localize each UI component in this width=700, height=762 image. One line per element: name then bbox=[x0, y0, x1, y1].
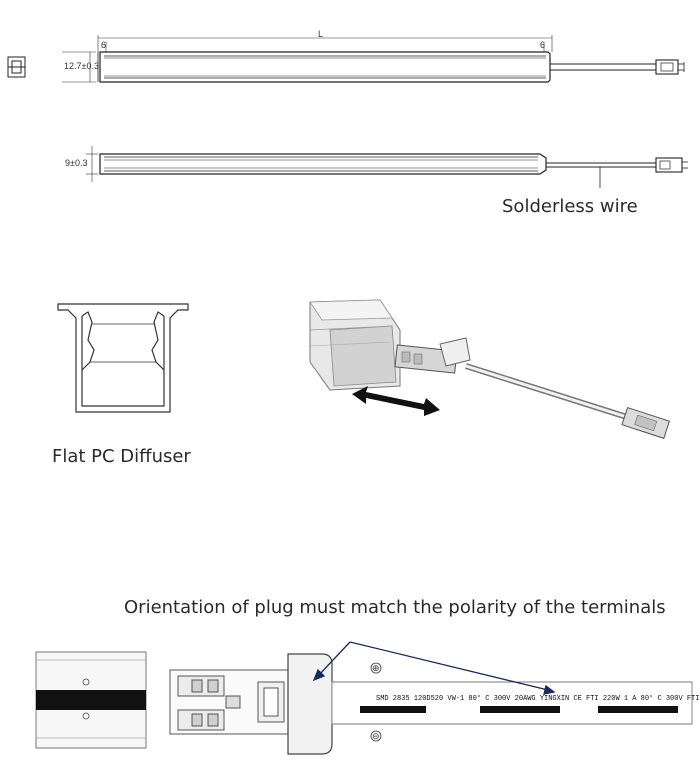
end-cap-icon bbox=[7, 56, 26, 78]
profile-end-detail bbox=[35, 651, 147, 749]
led-strip-detail: SMD 2835 120D520 VW-1 80° C 300V 20AWG Y… bbox=[331, 662, 700, 742]
height-top-dimension-label: 12.7±0.3 bbox=[64, 61, 99, 71]
end-plug bbox=[621, 406, 671, 439]
plus-symbol: ⊕ bbox=[372, 664, 380, 674]
profile-3d-photo bbox=[309, 299, 671, 439]
slide-connector bbox=[394, 337, 471, 374]
minus-symbol: ⊖ bbox=[372, 732, 380, 742]
length-dimension-label: L bbox=[318, 29, 324, 39]
height-dimension-side bbox=[86, 146, 98, 182]
polarity-detail: SMD 2835 120D520 VW-1 80° C 300V 20AWG Y… bbox=[35, 641, 700, 755]
profile-side-view bbox=[99, 153, 688, 188]
plus-terminal-icon bbox=[370, 662, 382, 674]
diffuser-label: Flat PC Diffuser bbox=[52, 446, 191, 467]
end-left-dimension-label: 6 bbox=[101, 40, 107, 50]
strip-print-text: SMD 2835 120D520 VW-1 80° C 300V 20AWG Y… bbox=[376, 694, 700, 703]
cross-section-and-connection bbox=[57, 299, 671, 439]
solderless-wire-label: Solderless wire bbox=[502, 196, 638, 217]
orientation-note: Orientation of plug must match the polar… bbox=[124, 597, 666, 618]
strip-pad bbox=[480, 706, 560, 713]
end-right-dimension-label: 6 bbox=[540, 40, 546, 50]
strip-pad bbox=[360, 706, 426, 713]
length-dimension-line bbox=[62, 35, 553, 83]
slide-direction-arrow bbox=[352, 386, 440, 416]
dimension-drawings bbox=[7, 35, 688, 188]
profile-cross-section bbox=[57, 303, 189, 413]
plug-connector-detail bbox=[169, 653, 333, 755]
height-side-dimension-label: 9±0.3 bbox=[65, 158, 88, 168]
strip-pad bbox=[598, 706, 678, 713]
minus-terminal-icon bbox=[370, 730, 382, 742]
profile-top-view bbox=[97, 51, 685, 83]
orientation-arrows bbox=[312, 641, 556, 695]
